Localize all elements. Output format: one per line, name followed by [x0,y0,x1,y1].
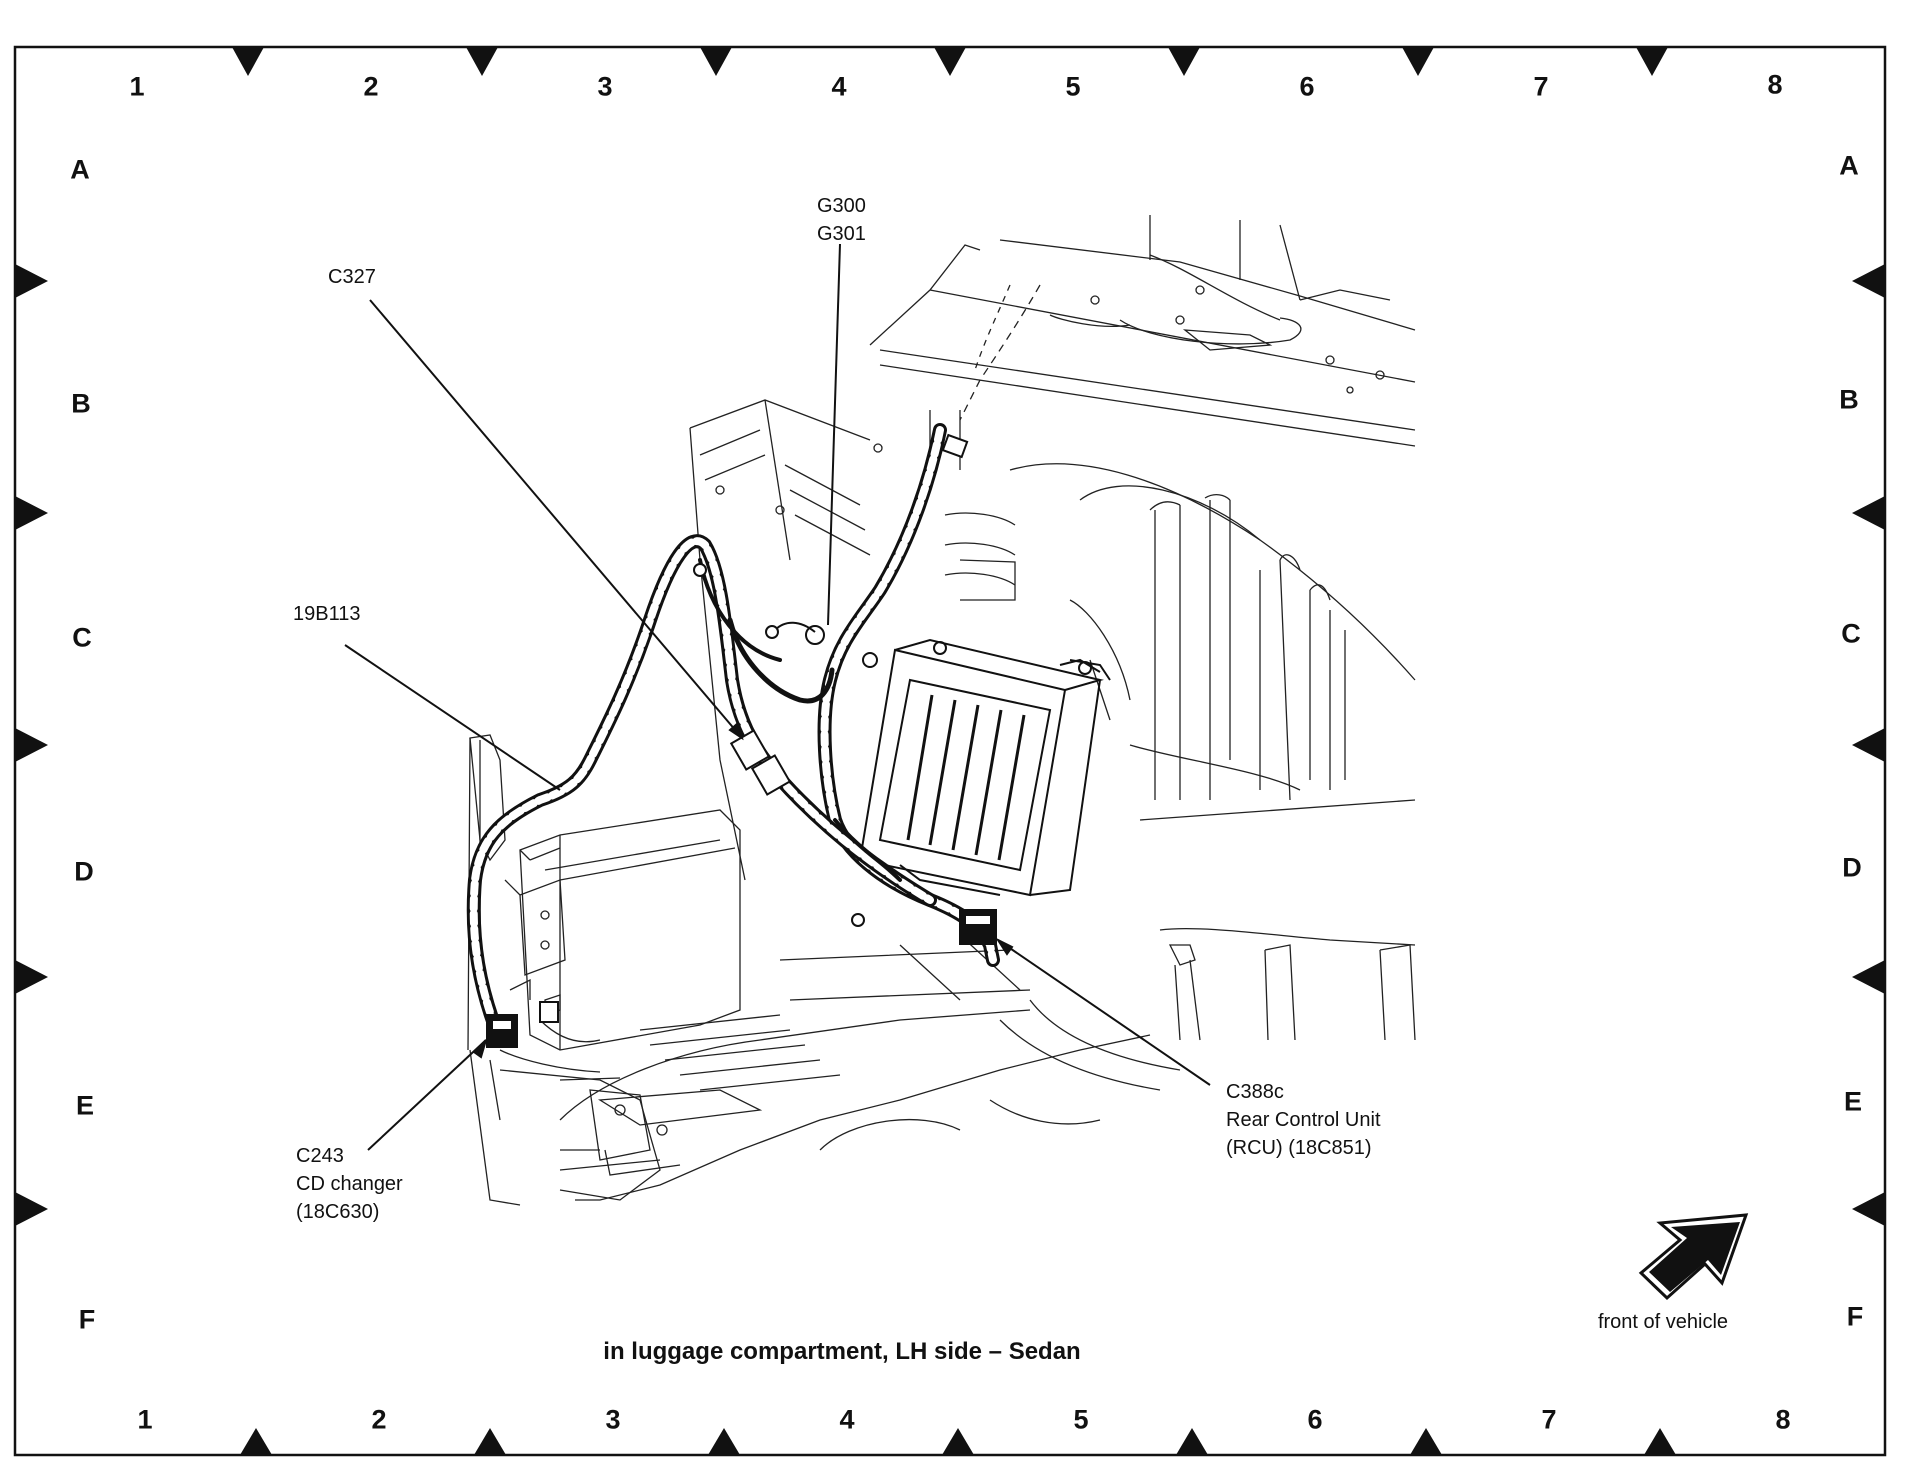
callout-c388c-desc: Rear Control Unit [1226,1109,1381,1131]
callout-c243: C243 CD changer (18C630) [296,1142,403,1226]
callout-c327: C327 [328,263,376,291]
callout-c243-desc: CD changer [296,1173,403,1195]
column-label-bottom-2: 2 [371,1404,387,1435]
column-label-bottom-4: 4 [839,1404,855,1435]
g300-ground-eyelet [805,625,825,645]
leader-c243 [367,1039,487,1151]
row-label-left-f: F [78,1304,96,1335]
callout-19b113-label: 19B113 [293,603,361,625]
zone-markers-left [15,264,48,1226]
zone-markers-right [1852,264,1885,1226]
callout-c388c-part: (RCU) (18C851) [1226,1137,1372,1159]
row-label-right-d: D [1842,852,1862,883]
front-of-vehicle-arrow-icon [1638,1213,1749,1301]
rear-control-unit-module [858,638,1111,897]
diagram-caption: in luggage compartment, LH side – Sedan [603,1338,1081,1365]
leader-c388c [997,939,1211,1086]
row-label-left-d: D [74,856,94,887]
leader-c327 [369,299,743,739]
column-label-bottom-8: 8 [1775,1404,1791,1435]
row-label-left-e: E [75,1090,95,1121]
row-label-left-c: C [72,622,92,653]
column-label-bottom-3: 3 [605,1404,621,1435]
row-label-right-b: B [1839,384,1859,415]
column-label-top-3: 3 [597,71,613,102]
row-label-left-b: B [71,388,91,419]
column-label-bottom-7: 7 [1541,1404,1557,1435]
cd-changer-unit [519,809,741,1051]
callout-c243-part: (18C630) [296,1201,380,1223]
callout-g301-label: G301 [817,223,866,245]
column-label-top-6: 6 [1299,71,1315,102]
column-label-bottom-1: 1 [137,1404,153,1435]
callout-c243-label: C243 [296,1145,344,1167]
row-label-right-a: A [1839,150,1859,181]
leader-lines [344,243,1211,1151]
zone-markers-bottom [240,1428,1676,1455]
callout-g300-g301: G300 G301 [817,192,866,248]
callout-c388c: C388c Rear Control Unit (RCU) (18C851) [1226,1078,1381,1162]
column-label-top-8: 8 [1767,69,1783,100]
callout-c327-label: C327 [328,266,376,288]
column-label-top-7: 7 [1533,71,1549,102]
leader-g300 [827,243,841,626]
column-label-bottom-6: 6 [1307,1404,1323,1435]
leader-19b113 [344,644,561,791]
zone-markers-top [232,47,1668,76]
row-label-right-f: F [1846,1301,1864,1332]
column-label-bottom-5: 5 [1073,1404,1089,1435]
column-label-top-4: 4 [831,71,847,102]
callout-19b113: 19B113 [293,600,360,628]
front-of-vehicle-label: front of vehicle [1597,1311,1729,1333]
column-label-top-2: 2 [363,71,379,102]
column-label-top-1: 1 [129,71,145,102]
column-label-top-5: 5 [1065,71,1081,102]
row-label-right-c: C [1841,618,1861,649]
row-label-right-e: E [1843,1086,1863,1117]
callout-c388c-label: C388c [1226,1081,1284,1103]
row-label-left-a: A [70,154,90,185]
callout-g300-label: G300 [817,195,866,217]
connectors [486,433,997,1048]
